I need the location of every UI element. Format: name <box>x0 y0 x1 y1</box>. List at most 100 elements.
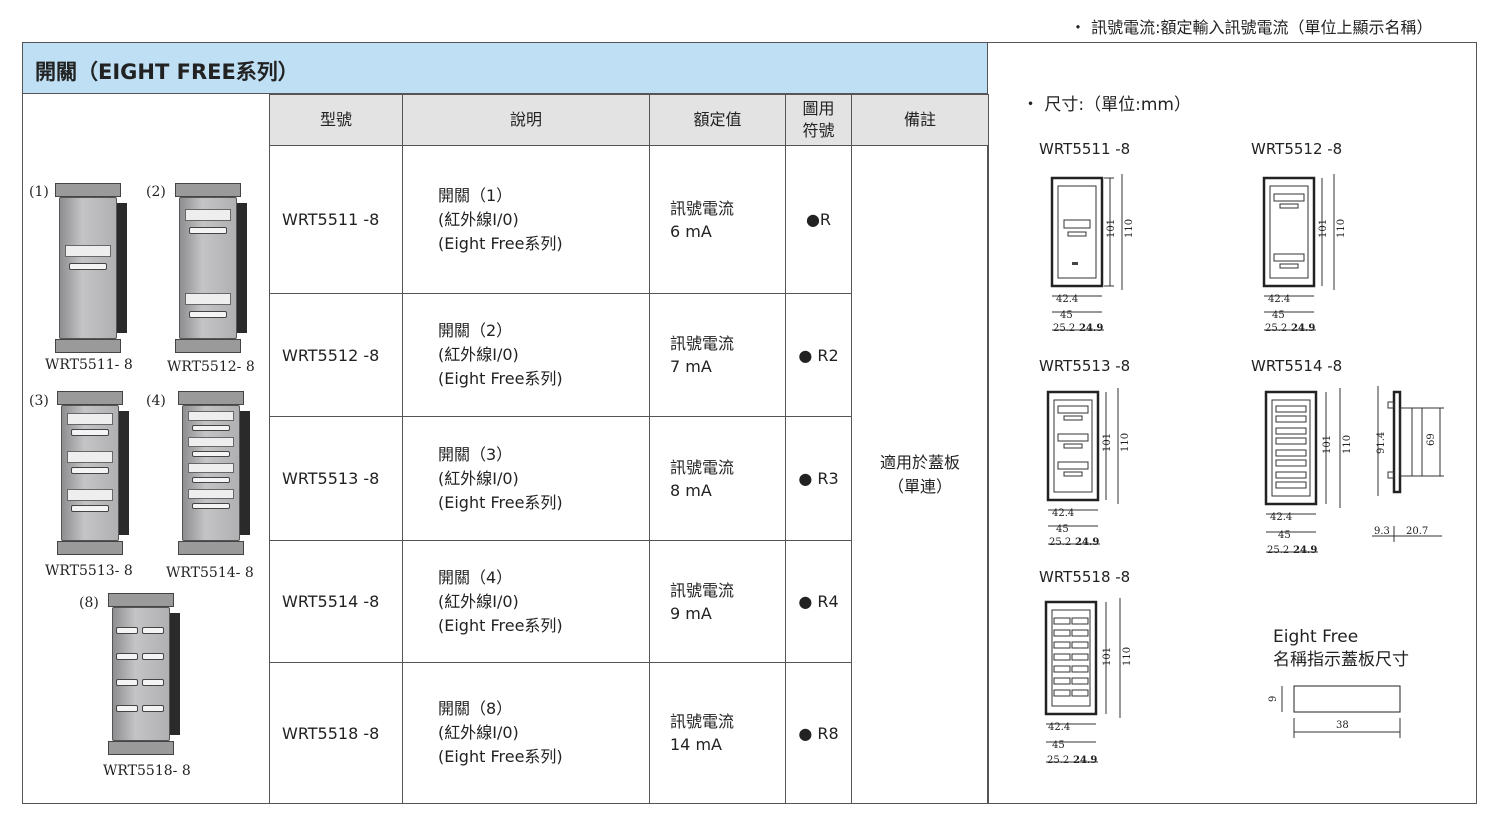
dim-width-4: 24.9 <box>1079 323 1103 334</box>
spec-table: 型號 說明 額定值 圖用 符號 備註 WRT5511 -8 開關（1） (紅外線… <box>269 94 989 804</box>
dim-width-3: 25.2 <box>1049 537 1071 548</box>
drawing-wrt5514: 101 110 42.4 45 25.2 24.9 <box>1264 388 1353 556</box>
photo-number: (1) <box>29 184 49 200</box>
description-cell: 開關（1） (紅外線I/0) (Eight Free系列) <box>402 145 650 294</box>
photo-number: (4) <box>146 393 166 409</box>
dim-width-1: 42.4 <box>1056 294 1078 305</box>
photo-label: WRT5511- 8 <box>45 357 133 373</box>
dim-height-outer: 110 <box>1336 219 1347 238</box>
switch-photo-2 <box>175 183 249 353</box>
side-view-drawing: 91.4 69 9.3 20.7 <box>1372 386 1444 542</box>
model-cell: WRT5518 -8 <box>269 662 403 804</box>
table-row: WRT5512 -8 開關（2） (紅外線I/0) (Eight Free系列)… <box>269 293 989 417</box>
dim-side-width-2: 20.7 <box>1406 526 1428 537</box>
drawing-model-label: WRT5518 -8 <box>1039 568 1131 586</box>
col-header-remarks: 備註 <box>851 94 989 146</box>
description-cell: 開關（3） (紅外線I/0) (Eight Free系列) <box>402 416 650 541</box>
description-cell: 開關（2） (紅外線I/0) (Eight Free系列) <box>402 293 650 417</box>
dim-plate-width: 38 <box>1336 720 1349 731</box>
dim-width-4: 24.9 <box>1291 323 1315 334</box>
dim-width-1: 42.4 <box>1268 294 1290 305</box>
model-cell: WRT5511 -8 <box>269 145 403 294</box>
symbol-cell: ● R8 <box>785 662 852 804</box>
dim-width-1: 42.4 <box>1052 508 1074 519</box>
dim-width-2: 45 <box>1278 530 1291 541</box>
product-photos: (1) WRT5511- 8 (2) WRT5512- 8 (3) WRT551… <box>23 95 269 804</box>
dim-side-width-1: 9.3 <box>1374 526 1390 537</box>
dim-side-height-1: 91.4 <box>1376 432 1387 454</box>
photo-number: (3) <box>29 393 49 409</box>
drawing-model-label: WRT5512 -8 <box>1251 140 1343 158</box>
drawing-model-label: WRT5514 -8 <box>1251 357 1343 375</box>
dim-width-2: 45 <box>1272 310 1285 321</box>
dim-width-2: 45 <box>1052 740 1065 751</box>
col-header-description: 說明 <box>402 94 650 146</box>
description-cell: 開關（4） (紅外線I/0) (Eight Free系列) <box>402 540 650 663</box>
dim-side-height-2: 69 <box>1426 433 1437 446</box>
dim-width-4: 24.9 <box>1075 537 1099 548</box>
photo-number: (2) <box>146 184 166 200</box>
dim-height-outer: 110 <box>1120 433 1131 452</box>
section-title: 開關（EIGHT FREE系列） <box>35 60 299 84</box>
photo-number: (8) <box>79 595 99 611</box>
rating-cell: 訊號電流 9 mA <box>649 540 786 663</box>
symbol-cell: ● R3 <box>785 416 852 541</box>
photo-label: WRT5518- 8 <box>103 763 191 779</box>
dim-width-2: 45 <box>1056 524 1069 535</box>
rating-cell: 訊號電流 7 mA <box>649 293 786 417</box>
dim-height-inner: 101 <box>1102 647 1113 666</box>
table-row: WRT5514 -8 開關（4） (紅外線I/0) (Eight Free系列)… <box>269 540 989 663</box>
section-header: 開關（EIGHT FREE系列） <box>23 43 987 94</box>
drawing-model-label: WRT5511 -8 <box>1039 140 1131 158</box>
model-cell: WRT5513 -8 <box>269 416 403 541</box>
drawing-wrt5513: 101 110 42.4 45 25.2 24.9 <box>1046 388 1131 548</box>
photo-label: WRT5514- 8 <box>166 565 254 581</box>
table-header-row: 型號 說明 額定值 圖用 符號 備註 <box>269 94 989 146</box>
signal-current-note: ・ 訊號電流:額定輸入訊號電流（單位上顯示名稱） <box>1070 18 1433 37</box>
rating-cell: 訊號電流 8 mA <box>649 416 786 541</box>
photo-label: WRT5512- 8 <box>167 359 255 375</box>
table-row: WRT5518 -8 開關（8） (紅外線I/0) (Eight Free系列)… <box>269 662 989 804</box>
symbol-cell: ● R2 <box>785 293 852 417</box>
dim-height-inner: 101 <box>1318 219 1329 238</box>
rating-cell: 訊號電流 6 mA <box>649 145 786 294</box>
name-plate-caption: Eight Free 名稱指示蓋板尺寸 <box>1273 627 1409 670</box>
model-cell: WRT5512 -8 <box>269 293 403 417</box>
symbol-cell: ● R4 <box>785 540 852 663</box>
dim-plate-height: 9 <box>1268 696 1279 702</box>
switch-photo-1 <box>55 183 129 353</box>
table-row: WRT5511 -8 開關（1） (紅外線I/0) (Eight Free系列)… <box>269 145 989 804</box>
remarks-cell: 適用於蓋板 （單連） <box>851 145 989 804</box>
dim-width-2: 45 <box>1060 310 1073 321</box>
drawing-wrt5512: 101 110 42.4 45 25.2 24.9 <box>1262 174 1347 334</box>
symbol-cell: ●R <box>785 145 852 294</box>
catalog-frame <box>22 42 1477 804</box>
dim-height-inner: 101 <box>1106 219 1117 238</box>
switch-photo-8 <box>108 593 182 755</box>
col-header-symbol: 圖用 符號 <box>785 94 852 146</box>
dim-width-4: 24.9 <box>1073 755 1097 766</box>
dim-height-outer: 110 <box>1124 219 1135 238</box>
description-cell: 開關（8） (紅外線I/0) (Eight Free系列) <box>402 662 650 804</box>
dim-width-3: 25.2 <box>1267 545 1289 556</box>
drawing-model-label: WRT5513 -8 <box>1039 357 1131 375</box>
drawing-wrt5518: 101 110 42.4 45 25.2 24.9 <box>1044 598 1133 766</box>
dim-height-inner: 101 <box>1322 435 1333 454</box>
table-row: WRT5513 -8 開關（3） (紅外線I/0) (Eight Free系列)… <box>269 416 989 541</box>
model-cell: WRT5514 -8 <box>269 540 403 663</box>
drawing-wrt5511: 101 110 42.4 45 25.2 24.9 <box>1050 174 1135 334</box>
dim-height-outer: 110 <box>1342 435 1353 454</box>
dim-width-1: 42.4 <box>1048 722 1070 733</box>
switch-photo-3 <box>57 391 131 555</box>
col-header-rating: 額定值 <box>649 94 786 146</box>
dimension-drawings: .ln { stroke:#333; stroke-width:1; fill:… <box>1044 174 1444 766</box>
dim-width-1: 42.4 <box>1270 512 1292 523</box>
photo-label: WRT5513- 8 <box>45 563 133 579</box>
dim-width-3: 25.2 <box>1265 323 1287 334</box>
dim-width-4: 24.9 <box>1293 545 1317 556</box>
dimensions-title: ・ 尺寸:（單位:mm） <box>1022 95 1191 115</box>
dim-height-inner: 101 <box>1102 433 1113 452</box>
name-plate-drawing: 9 38 <box>1268 685 1401 738</box>
col-header-model: 型號 <box>269 94 403 146</box>
dim-width-3: 25.2 <box>1047 755 1069 766</box>
